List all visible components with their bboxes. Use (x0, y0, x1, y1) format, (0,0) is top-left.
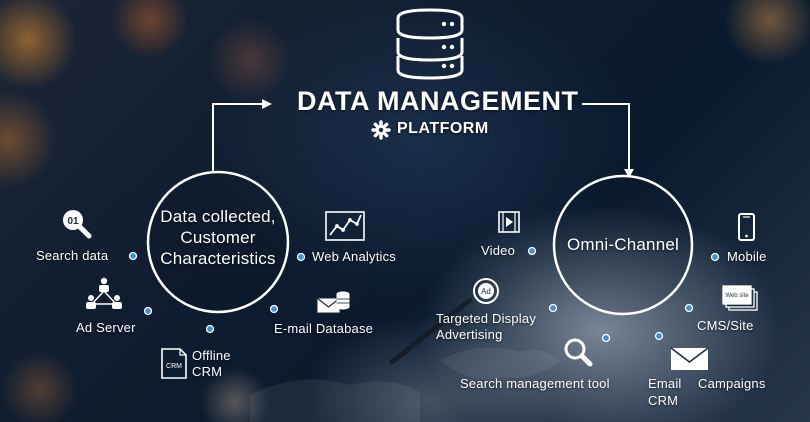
title-sub: PLATFORM (397, 120, 489, 137)
pen-decoration (389, 297, 473, 365)
targeted-display-icon-text: Ad (481, 287, 491, 296)
email-database-label: E-mail Database (274, 321, 374, 336)
cms-site-label: CMS/Site (697, 318, 754, 333)
hub-line-1: Data collected, (160, 207, 276, 226)
dot-web-analytics (296, 252, 306, 262)
mobile-label: Mobile (727, 249, 767, 264)
web-analytics-label: Web Analytics (312, 249, 397, 264)
search-data-label: Search data (36, 248, 109, 263)
dot-ad-server (143, 306, 153, 316)
offline-crm-label: Offline CRM (192, 348, 231, 380)
campaigns-label: Campaigns (698, 376, 766, 391)
cms-site-icon: Web site (722, 285, 758, 311)
dot-cms-site (684, 303, 694, 313)
targeted-display-line-2: Advertising (436, 327, 503, 342)
gear-icon (371, 120, 391, 140)
data-collected-hub-label: Data collected, Customer Characteristics (148, 206, 288, 269)
dot-search-data (128, 251, 138, 261)
targeted-display-line-1: Targeted Display (436, 311, 537, 326)
dot-email-campaigns (654, 331, 664, 341)
arrow-to-title (212, 103, 262, 172)
arrow-head-down (624, 169, 634, 178)
targeted-display-label: Targeted Display Advertising (436, 311, 536, 343)
mobile-icon (738, 213, 755, 241)
crm-label: CRM (648, 393, 679, 408)
email-campaigns-icon (670, 347, 709, 370)
connection-dots (128, 246, 720, 343)
search-data-icon: 01 (63, 210, 92, 239)
dot-offline-crm (205, 324, 215, 334)
title-main: DATA MANAGEMENT (297, 86, 579, 116)
arrow-head-right (262, 99, 272, 109)
video-icon (498, 211, 520, 233)
email-database-icon (316, 291, 350, 314)
dot-targeted-display (548, 303, 558, 313)
ad-server-label: Ad Server (76, 320, 136, 335)
search-management-label: Search management tool (460, 376, 610, 391)
offline-crm-line-2: CRM (192, 364, 223, 379)
search-data-icon-text: 01 (67, 216, 79, 227)
database-icon (396, 8, 464, 80)
hub-line-2: Customer (180, 228, 256, 247)
dot-mobile (710, 252, 720, 262)
offline-crm-icon-text: CRM (166, 363, 182, 370)
omni-channel-hub (552, 174, 694, 316)
cms-site-icon-text: Web site (725, 293, 749, 299)
email-label: Email (648, 376, 682, 391)
dot-video (527, 246, 537, 256)
dot-search-management (601, 333, 611, 343)
world-map-decoration (250, 347, 560, 422)
flow-arrows (212, 103, 630, 172)
video-label: Video (481, 243, 516, 258)
web-analytics-icon (325, 211, 365, 241)
arrow-to-omni-channel (582, 103, 630, 170)
offline-crm-icon: CRM (161, 348, 187, 379)
ad-server-icon (86, 277, 122, 309)
targeted-display-icon: Ad (473, 278, 499, 304)
hub-line-3: Characteristics (160, 249, 276, 268)
search-management-icon (564, 338, 593, 367)
offline-crm-line-1: Offline (192, 348, 231, 363)
data-collected-hub (146, 170, 290, 314)
omni-channel-hub-label: Omni-Channel (566, 235, 679, 254)
dot-email-database (269, 304, 279, 314)
